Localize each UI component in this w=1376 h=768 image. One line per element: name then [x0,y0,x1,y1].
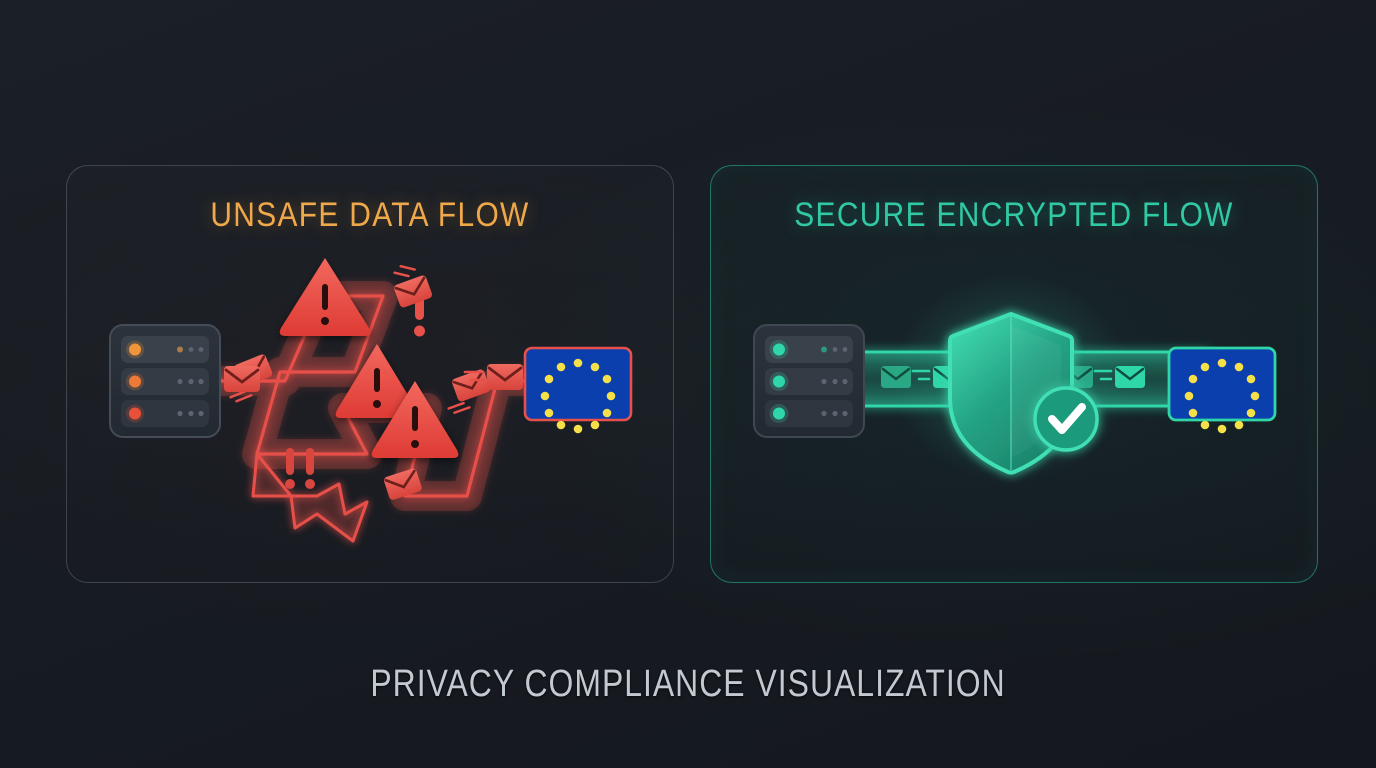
server-slot [121,368,209,395]
panel-unsafe-data-flow[interactable]: UNSAFE DATA FLOW [66,165,674,583]
envelope-leak-icon [447,369,491,415]
check-icon [1048,403,1086,434]
panel-title-secure: SECURE ENCRYPTED FLOW [794,196,1234,234]
server-slot [765,400,853,427]
panel-title-unsafe: UNSAFE DATA FLOW [210,196,530,234]
envelope-icon [224,366,260,392]
unsafe-flow-diagram [109,258,633,543]
page-caption: PRIVACY COMPLIANCE VISUALIZATION [370,663,1006,705]
envelope-encrypted-icon [1093,366,1145,388]
envelope-leak-icon [384,468,422,500]
panel-secure-encrypted-flow[interactable]: SECURE ENCRYPTED FLOW [710,165,1318,583]
eu-stars [1184,358,1260,434]
unsafe-flow-path [180,281,580,543]
warning-triangle-icon [279,258,371,336]
server-rack-secure[interactable] [753,324,865,438]
check-badge-icon[interactable] [1033,386,1099,452]
eu-stars [540,358,616,434]
eu-flag-secure[interactable] [1167,346,1277,434]
secure-flow-diagram [753,273,1277,483]
envelope-leak-icon [393,264,433,308]
server-slot [765,336,853,363]
exclamation-icon [305,448,315,489]
server-rack-unsafe[interactable] [109,324,221,438]
server-slot [765,368,853,395]
envelope-icon [463,364,523,390]
server-slot [121,400,209,427]
warning-triangle-icon [335,344,419,418]
envelope-icon [881,366,911,388]
warning-triangle-icon [371,381,459,458]
exclamation-icon [285,448,295,489]
eu-flag-unsafe[interactable] [523,346,633,434]
server-slot [121,336,209,363]
